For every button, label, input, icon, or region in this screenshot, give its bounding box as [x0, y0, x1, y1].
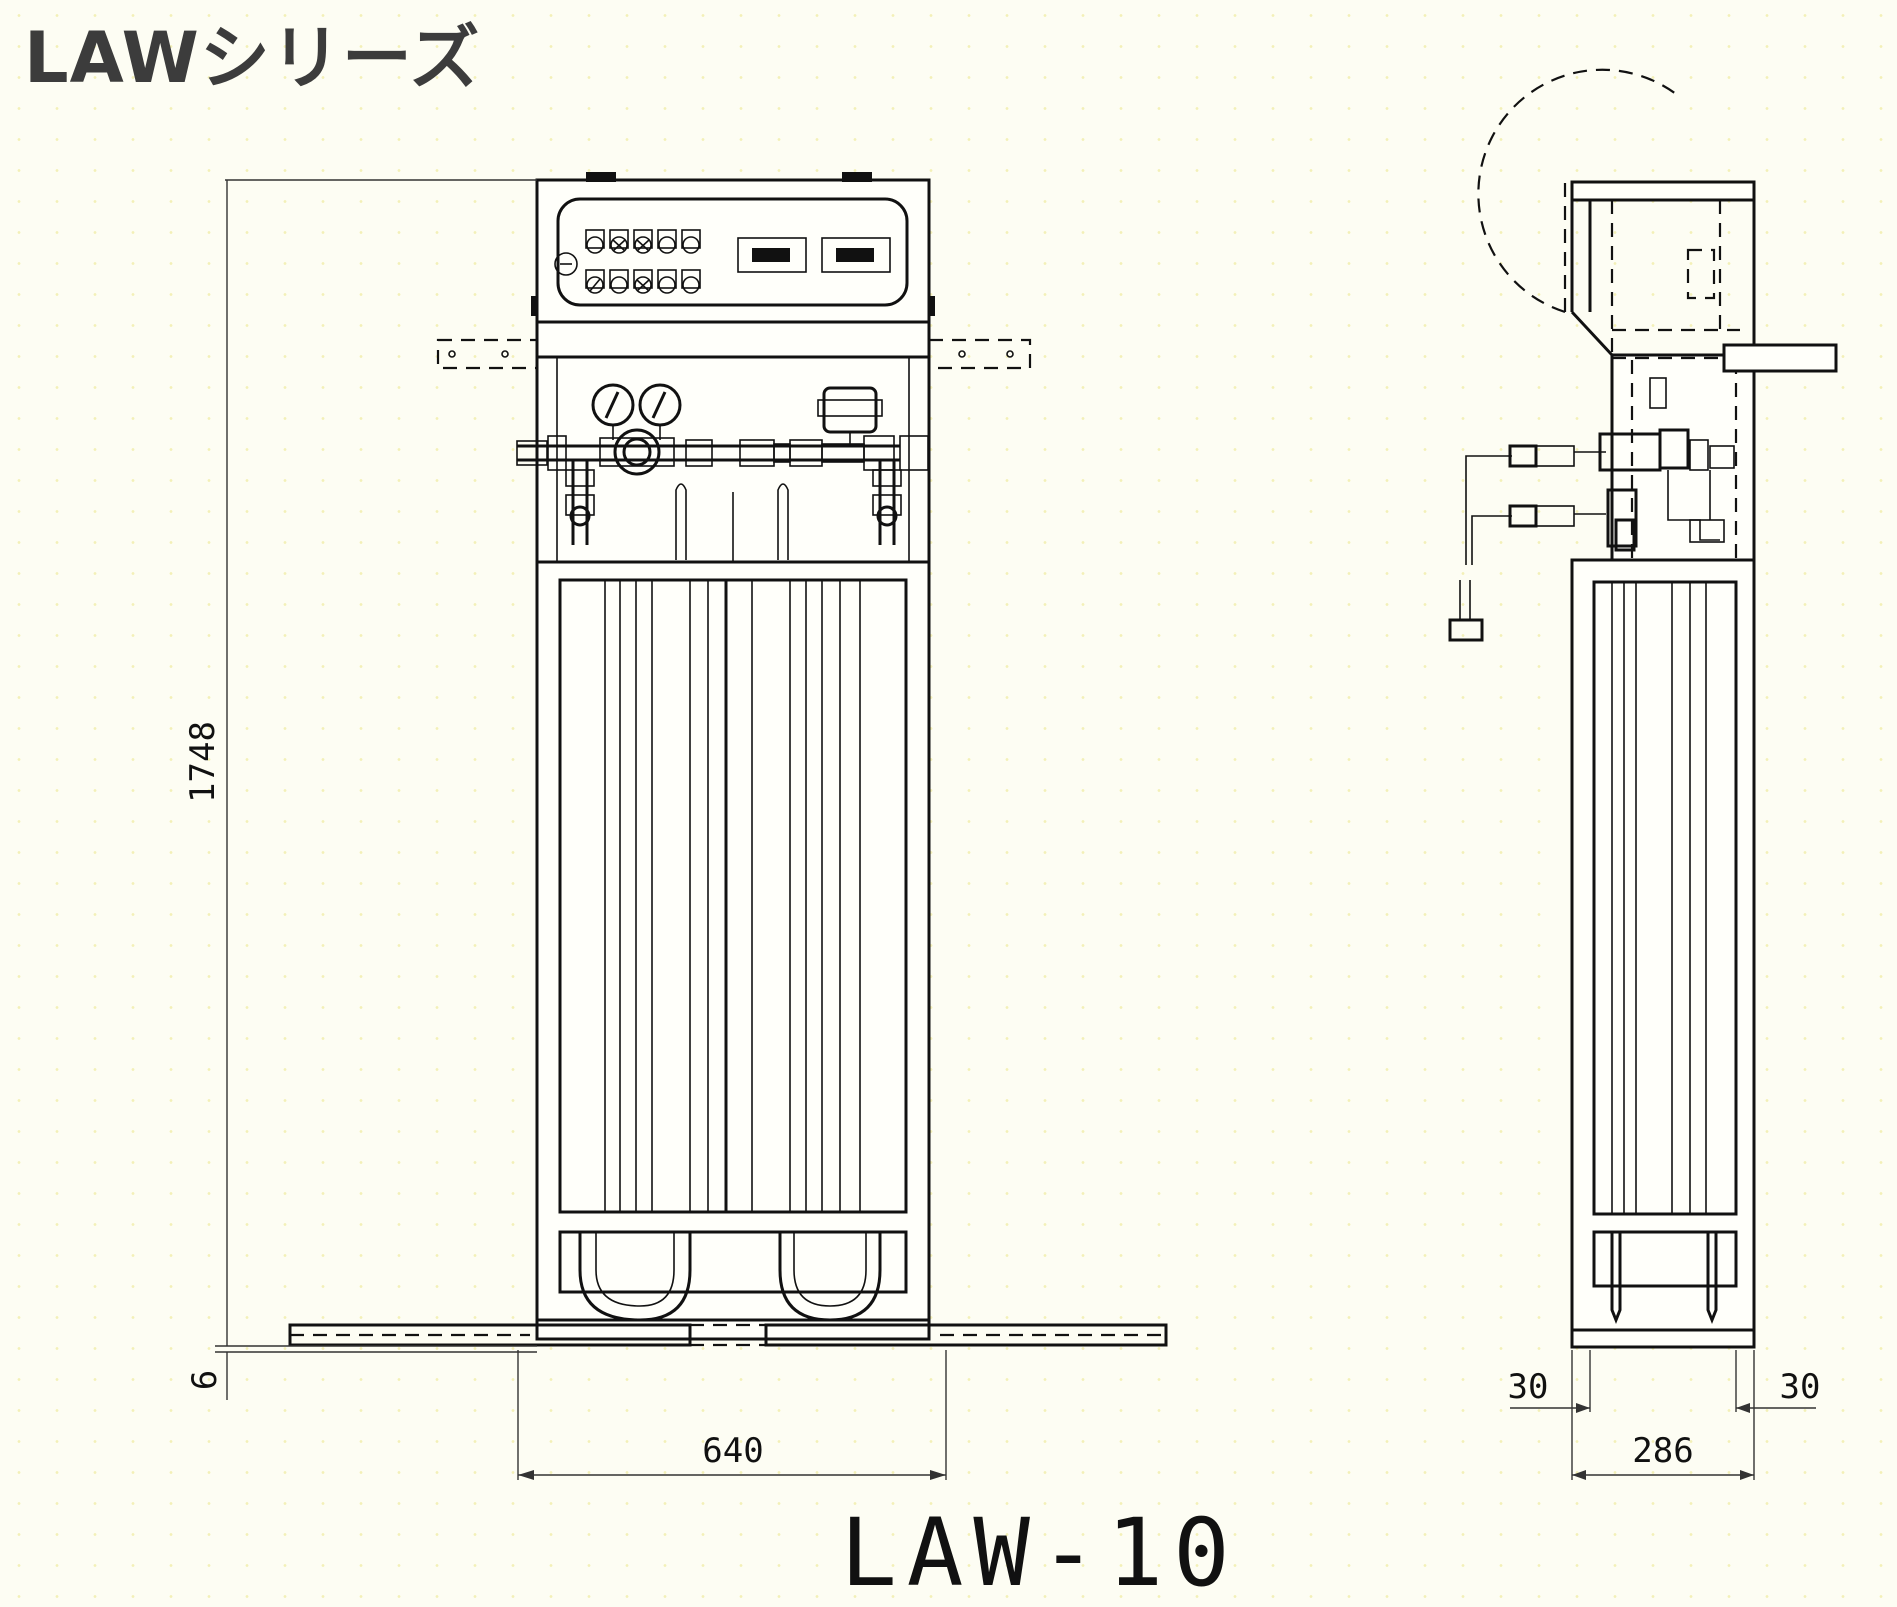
cylinder-left [558, 578, 728, 1214]
control-box [531, 172, 935, 324]
series-title: LAWシリーズ [24, 17, 480, 99]
display-left [737, 237, 807, 273]
right-drop-valve [872, 460, 902, 545]
base-offset-dimension: 6 [185, 1370, 225, 1390]
model-label: LAW-10 [840, 1499, 1240, 1607]
side-dimensions: 30 30 286 [1508, 1350, 1821, 1480]
solenoid-valve [817, 386, 883, 446]
side-piping [1448, 377, 1735, 642]
side-view [1448, 68, 1838, 1349]
main-pipe [516, 435, 929, 471]
front-dimensions: 1748 6 640 [183, 179, 947, 1480]
pressure-gauge-right [638, 383, 682, 440]
regulator [599, 428, 675, 476]
right-bracket [927, 338, 1032, 370]
left-drop-valve [565, 460, 595, 545]
switch-panel [554, 229, 701, 294]
width-dimension: 640 [702, 1431, 763, 1471]
base-plates [288, 1323, 1168, 1347]
front-view [288, 172, 1168, 1347]
side-left-margin-dimension: 30 [1508, 1367, 1549, 1407]
depth-dimension: 286 [1632, 1431, 1693, 1471]
side-right-margin-dimension: 30 [1780, 1367, 1821, 1407]
left-bracket [436, 338, 539, 370]
cylinder-right [724, 578, 908, 1214]
height-dimension: 1748 [183, 721, 223, 803]
display-right [821, 237, 891, 273]
